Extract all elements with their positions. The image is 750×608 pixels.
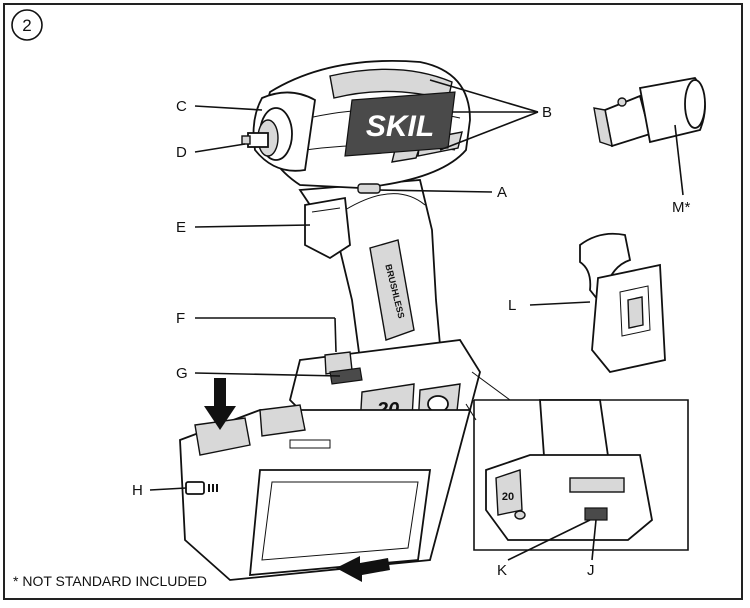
- callout-J: J: [587, 562, 595, 579]
- callout-M: M*: [672, 199, 690, 216]
- leader-lines: [149, 79, 684, 561]
- led-light: [357, 183, 381, 194]
- footnote: * NOT STANDARD INCLUDED: [13, 573, 207, 589]
- callout-B: B: [542, 104, 552, 121]
- callout-C: C: [176, 98, 187, 115]
- callout-H: H: [132, 482, 143, 499]
- detail-inset: 20: [465, 371, 689, 551]
- belt-clip-slot: [584, 507, 608, 521]
- callout-D: D: [176, 144, 187, 161]
- brand-logo: SKIL: [366, 110, 434, 143]
- battery-release-button: [329, 367, 363, 385]
- battery-pack: [179, 404, 472, 581]
- socket-adapter: [593, 77, 706, 148]
- slide-arrow-icon: [336, 556, 390, 582]
- callout-E: E: [176, 219, 186, 236]
- callout-G: G: [176, 365, 188, 382]
- press-arrow-icon: [204, 378, 236, 430]
- figure-number-badge: 2: [11, 9, 43, 41]
- belt-clip: [579, 232, 666, 373]
- callout-A: A: [497, 184, 507, 201]
- callout-F: F: [176, 310, 185, 327]
- callout-L: L: [508, 297, 516, 314]
- fuel-gauge-button: [185, 481, 205, 495]
- trigger-switch: [304, 196, 351, 260]
- impact-wrench: BRUSHLESS SKIL: [241, 59, 481, 431]
- figure-number: 2: [22, 16, 31, 35]
- figure-frame: [3, 3, 743, 600]
- callout-K: K: [497, 562, 507, 579]
- inset-voltage-badge: 20: [502, 491, 514, 503]
